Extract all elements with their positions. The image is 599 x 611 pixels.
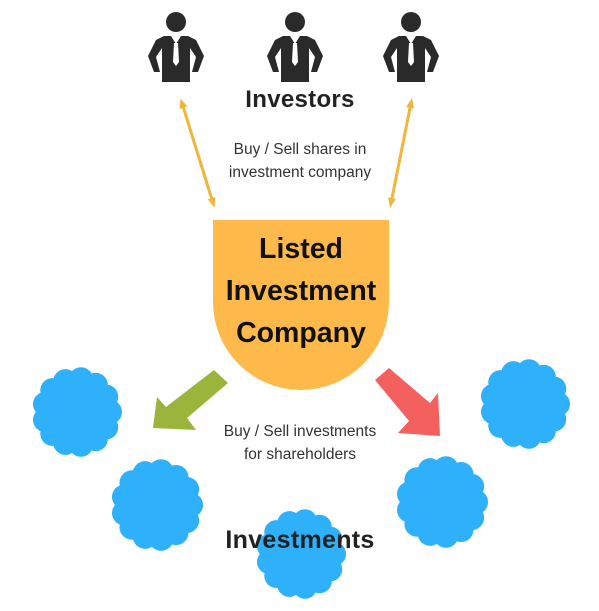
investment-trade-caption: Buy / Sell investments for shareholders [180,420,420,466]
investment-blob-group [32,359,570,599]
investment-blob-icon [396,456,488,548]
investor-group [148,12,439,82]
investment-blob-icon [256,509,346,599]
investment-blob-icon [32,367,122,457]
company-box [213,220,389,390]
right-investor-arrow-icon [388,98,414,208]
businessman-icon [383,12,439,82]
company-title: Listed Investment Company [213,228,389,354]
company-title-line3: Company [236,317,366,349]
investor-trade-caption-line2: investment company [228,164,372,181]
green-arrow-icon [153,370,228,430]
company-title-line1: Listed [259,233,343,265]
red-arrow-icon [375,368,440,436]
investor-trade-caption-line1: Buy / Sell shares in [233,141,367,158]
investment-trade-caption-line1: Buy / Sell investments [223,423,377,440]
investment-blob-icon [480,359,570,449]
investors-heading: Investors [245,86,355,113]
businessman-icon [148,12,204,82]
businessman-icon [267,12,323,82]
investments-heading: Investments [225,526,375,554]
investment-blob-icon [111,459,203,551]
left-investor-arrow-icon [179,98,216,208]
investment-trade-caption-line2: for shareholders [243,446,356,463]
company-title-line2: Investment [225,275,377,307]
investor-trade-caption: Buy / Sell shares in investment company [180,138,420,184]
